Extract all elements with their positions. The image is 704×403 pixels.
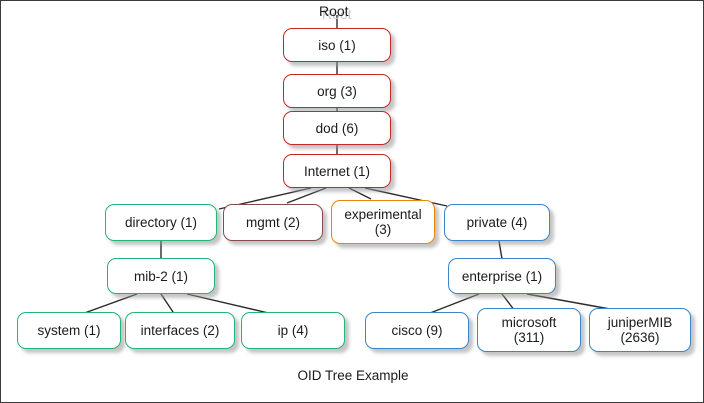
node-system-label: system (1) <box>37 323 101 338</box>
node-internet[interactable]: Internet (1) <box>283 154 391 188</box>
node-microsoft-label: microsoft (311) <box>501 315 557 345</box>
node-dod-label: dod (6) <box>315 120 359 136</box>
node-enterprise[interactable]: enterprise (1) <box>448 258 556 294</box>
node-mgmt[interactable]: mgmt (2) <box>223 204 323 241</box>
node-internet-label: Internet (1) <box>303 163 371 179</box>
node-private[interactable]: private (4) <box>444 204 550 241</box>
edge-mib2-to-ip <box>186 293 278 316</box>
node-experimental-label: experimental (3) <box>344 207 422 237</box>
node-iso[interactable]: iso (1) <box>283 28 391 62</box>
node-private-label: private (4) <box>466 215 528 230</box>
node-enterprise-label: enterprise (1) <box>461 268 543 284</box>
node-iso-label: iso (1) <box>318 37 356 53</box>
root-label-text: Root <box>319 3 349 19</box>
node-org-label: org (3) <box>317 83 357 99</box>
node-ip[interactable]: ip (4) <box>241 312 345 349</box>
node-juniper[interactable]: juniperMIB (2636) <box>589 308 691 352</box>
node-ip-label: ip (4) <box>277 323 309 338</box>
edge-internet-to-mgmt <box>286 187 327 204</box>
node-directory-label: directory (1) <box>124 215 197 230</box>
node-directory[interactable]: directory (1) <box>105 204 217 241</box>
edge-private-to-enterprise <box>498 240 503 260</box>
edge-internet-to-experimental <box>348 187 372 200</box>
node-org[interactable]: org (3) <box>283 74 391 108</box>
node-cisco[interactable]: cisco (9) <box>365 312 469 349</box>
edge-mib2-to-interfaces <box>160 293 176 316</box>
node-experimental[interactable]: experimental (3) <box>331 200 435 244</box>
node-mgmt-label: mgmt (2) <box>246 215 300 230</box>
node-microsoft[interactable]: microsoft (311) <box>477 308 581 352</box>
node-interfaces-label: interfaces (2) <box>140 323 220 338</box>
root-node-label: Root Root <box>319 3 352 22</box>
edge-mib2-to-system <box>78 293 138 316</box>
edge-enterprise-to-cisco <box>424 293 480 316</box>
node-system[interactable]: system (1) <box>17 312 121 349</box>
node-interfaces[interactable]: interfaces (2) <box>125 312 235 349</box>
node-dod[interactable]: dod (6) <box>283 111 391 145</box>
diagram-caption: OID Tree Example <box>297 368 409 383</box>
node-cisco-label: cisco (9) <box>391 323 443 338</box>
node-juniper-label: juniperMIB (2636) <box>607 315 673 345</box>
node-mib2[interactable]: mib-2 (1) <box>107 258 215 294</box>
node-mib2-label: mib-2 (1) <box>133 268 188 284</box>
